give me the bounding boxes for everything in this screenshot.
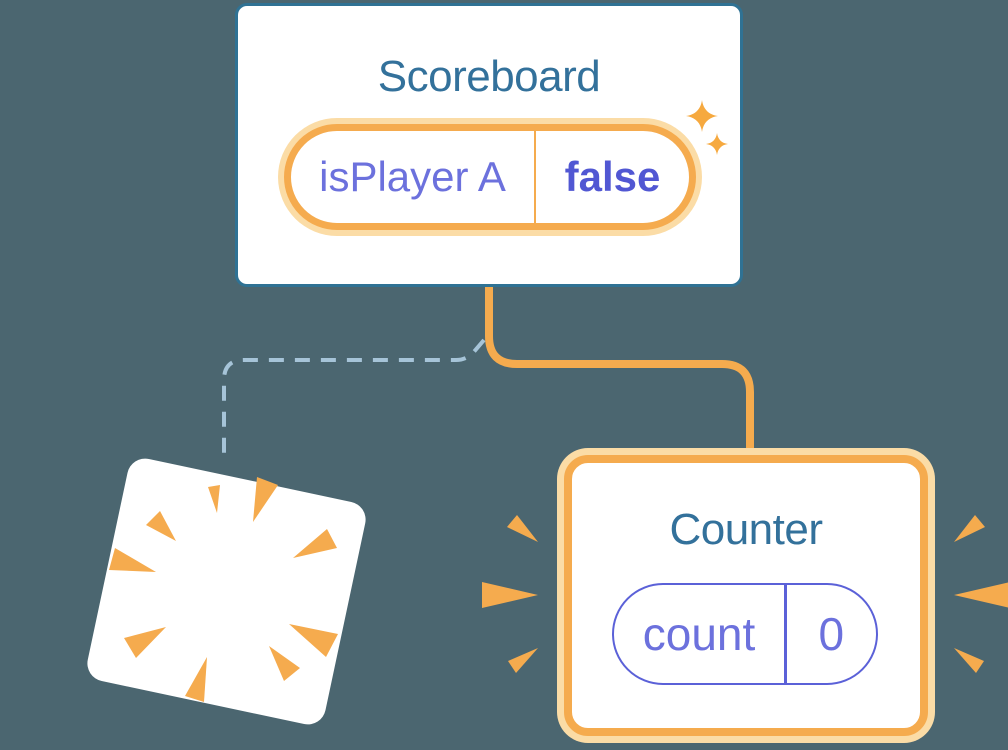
emphasis-marks-right-icon bbox=[954, 515, 1008, 673]
scoreboard-title: Scoreboard bbox=[377, 52, 601, 101]
pill-divider bbox=[534, 131, 536, 223]
state-name-label: isPlayer A bbox=[319, 153, 506, 200]
scoreboard-state-pill: isPlayer A false bbox=[284, 124, 696, 230]
pill-divider bbox=[784, 585, 787, 683]
counter-title: Counter bbox=[669, 505, 823, 554]
state-name-label: count bbox=[642, 608, 756, 660]
counter-card: Counter count 0 bbox=[564, 455, 928, 736]
scoreboard-card: Scoreboard isPlayer A false bbox=[235, 3, 743, 287]
state-value-label: 0 bbox=[818, 608, 845, 660]
connector-line-solid bbox=[485, 285, 754, 455]
emphasis-marks-left-icon bbox=[482, 515, 538, 673]
counter-state-pill: count 0 bbox=[612, 583, 878, 685]
destroyed-card bbox=[84, 455, 369, 728]
connector-line-dashed bbox=[222, 338, 486, 457]
state-value-label: false bbox=[564, 153, 661, 200]
